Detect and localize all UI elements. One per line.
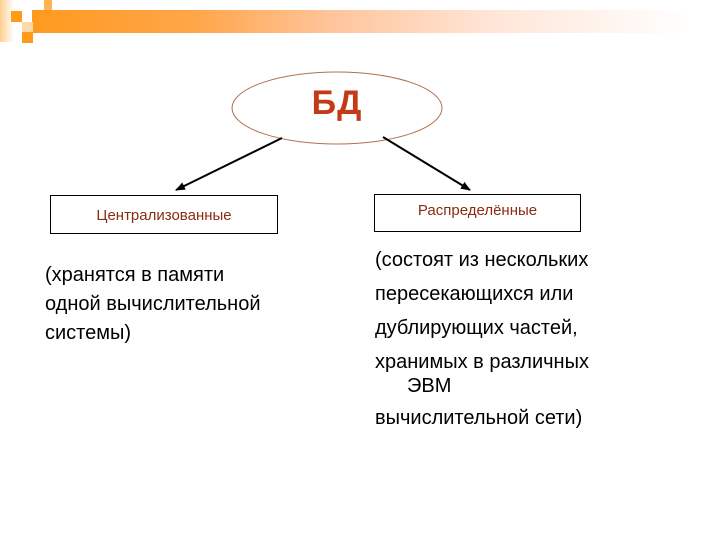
header-gradient-bar <box>32 10 692 33</box>
description-line: (состоят из нескольких <box>375 249 589 271</box>
distributed-description: (состоят из нескольких пересекающихся ил… <box>375 243 675 435</box>
distributed-node-box: Распределённые <box>374 194 581 232</box>
description-line: (хранятся в памяти <box>45 264 225 286</box>
description-line: дублирующих частей, <box>375 317 578 339</box>
header-ornament-square <box>22 22 33 32</box>
description-line: ЭВМ <box>407 375 452 397</box>
root-node-label: БД <box>311 84 363 122</box>
arrow-to-distributed <box>382 136 471 191</box>
centralized-node-box: Централизованные <box>50 195 278 234</box>
description-line: пересекающихся или <box>375 283 574 305</box>
root-node-ellipse <box>231 71 443 145</box>
arrow-to-centralized <box>175 137 283 191</box>
description-line: хранимых в различных <box>375 351 589 373</box>
description-line: системы) <box>45 322 132 344</box>
distributed-node-label: Распределённые <box>417 201 538 219</box>
header-ornament-square <box>22 32 33 43</box>
centralized-node-label: Централизованные <box>96 207 232 224</box>
header-ornament-fade <box>0 0 14 42</box>
description-line: вычислительной сети) <box>375 407 583 429</box>
header-ornament-square <box>11 11 22 22</box>
centralized-description: (хранятся в памяти одной вычислительной … <box>45 261 335 348</box>
header-ornament-square <box>44 0 52 10</box>
description-line: одной вычислительной <box>45 293 261 315</box>
